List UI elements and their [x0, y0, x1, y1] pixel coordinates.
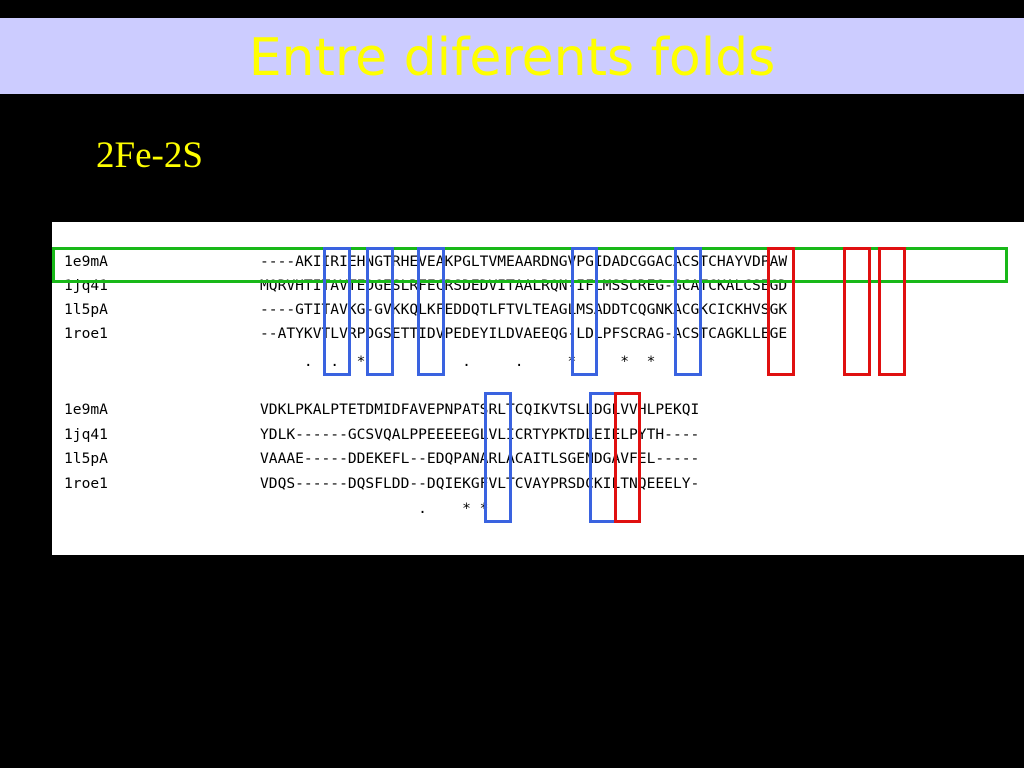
alignment-panel: 1e9mA ----AKIIRIEHNGTRHEVEAKPGLTVMEAARDN…	[52, 222, 1024, 555]
alignment-row-block2-2: 1jq41 YDLK------GCSVQALPPEEEEEGLVLICRTYP…	[52, 423, 699, 447]
cysteine-column-box	[614, 392, 641, 523]
sequence-name: 1l5pA	[64, 301, 108, 318]
sequence-name: 1e9mA	[64, 253, 108, 270]
cysteine-column-box	[843, 247, 871, 376]
conserved-column-box	[484, 392, 512, 523]
conserved-column-box	[571, 247, 598, 376]
alignment-row-block1-3: 1l5pA ----GTITAVKG-GVKKQLKFEDDQTLFTVLTEA…	[52, 298, 787, 322]
sequence-name: 1l5pA	[64, 450, 108, 467]
alignment-row-block1-4: 1roe1 --ATYKVTLVRPDGSETTIDVPEDEYILDVAEEQ…	[52, 322, 787, 346]
conserved-column-box	[366, 247, 394, 376]
conserved-column-box	[323, 247, 351, 376]
title-bar	[0, 18, 1024, 94]
alignment-row-block2-1: 1e9mA VDKLPKALPTETDMIDFAVEPNPATSRLTCQIKV…	[52, 398, 699, 422]
sequence-name: 1jq41	[64, 426, 108, 443]
slide-subtitle: 2Fe-2S	[96, 135, 203, 176]
sequence-name: 1roe1	[64, 325, 108, 342]
alignment-row-block2-3: 1l5pA VAAAE-----DDEKEFL--EDQPANARLACAITL…	[52, 447, 699, 471]
conserved-column-box	[589, 392, 617, 523]
slide-title: Entre diferents folds	[248, 28, 776, 88]
conserved-column-box	[674, 247, 702, 376]
cysteine-column-box	[767, 247, 795, 376]
conserved-column-box	[417, 247, 445, 376]
sequence-name: 1e9mA	[64, 401, 108, 418]
sequence-name: 1roe1	[64, 475, 108, 492]
reference-sequence-highlight-box	[52, 247, 1008, 283]
cysteine-column-box	[878, 247, 906, 376]
alignment-row-block2-4: 1roe1 VDQS------DQSFLDD--DQIEKGFVLTCVAYP…	[52, 472, 699, 496]
